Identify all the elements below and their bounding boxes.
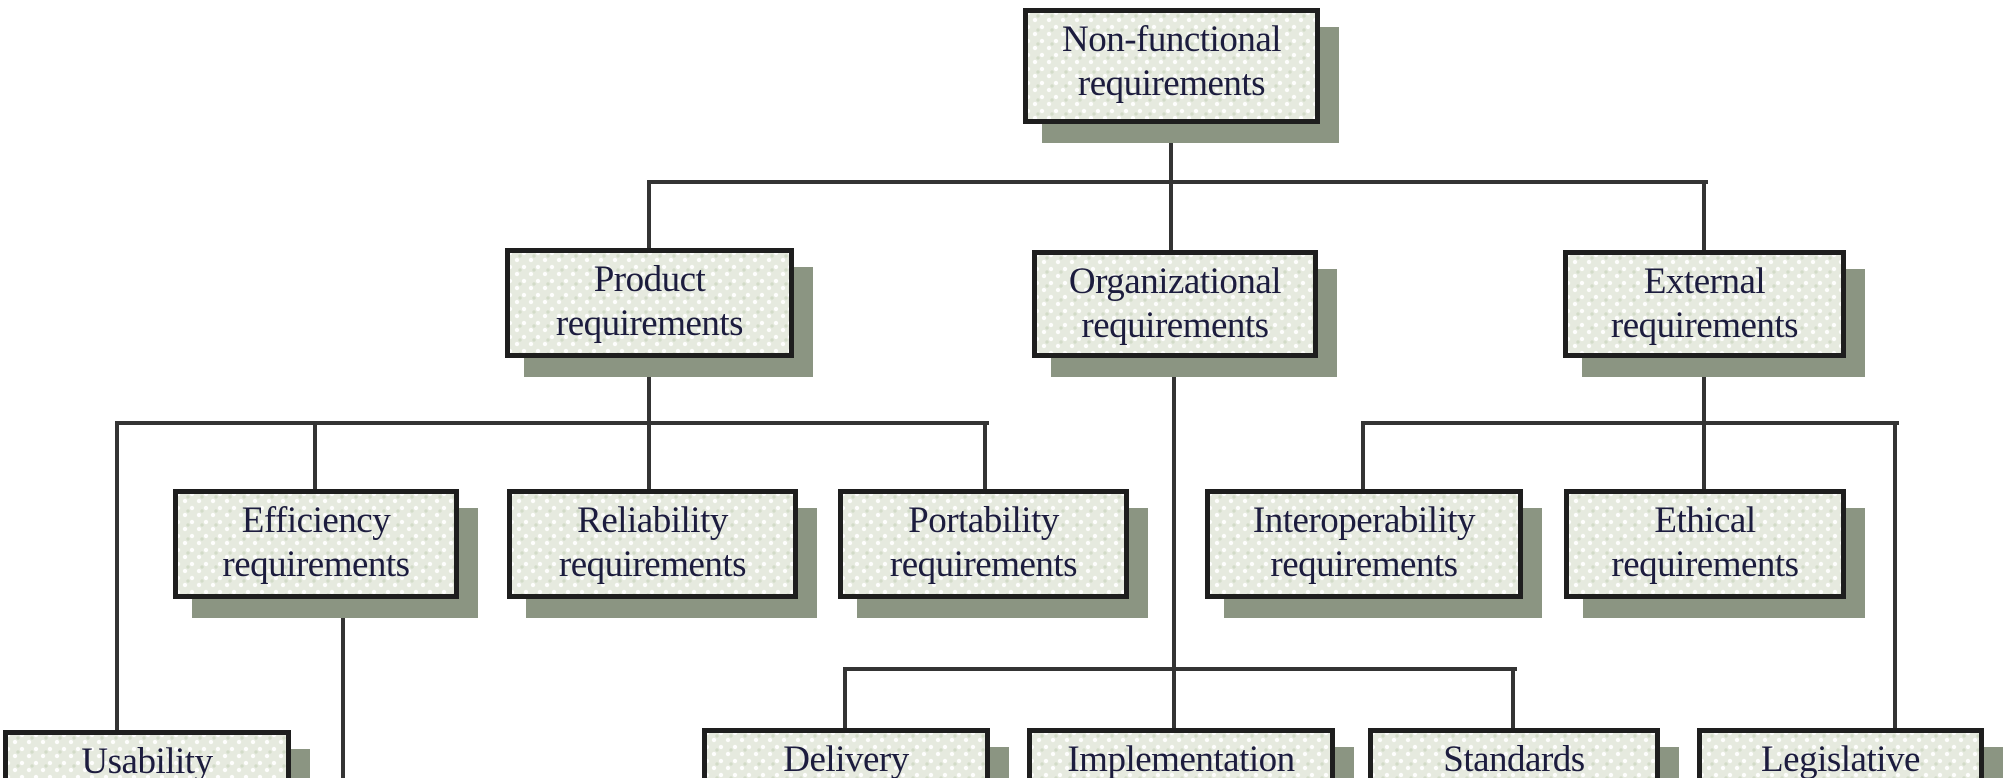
node-label-line: Efficiency — [241, 500, 391, 541]
node-label-line: Non-functional — [1061, 19, 1282, 60]
connector-segment — [313, 421, 317, 493]
node-label-line: Organizational — [1068, 261, 1282, 302]
connector-segment — [647, 180, 1708, 184]
node-implementation: Implementation — [1027, 728, 1335, 778]
node-label-line: Reliability — [577, 500, 728, 541]
node-label-line: requirements — [555, 303, 744, 344]
connector-segment — [843, 667, 847, 732]
node-label-line: requirements — [1270, 544, 1458, 585]
connector-segment — [117, 421, 989, 425]
connector-segment — [647, 356, 651, 495]
connector-segment — [983, 421, 987, 493]
node-label-line: Implementation — [1067, 739, 1295, 778]
node-delivery: Delivery — [702, 728, 990, 778]
node-label-line: Portability — [908, 500, 1059, 541]
node-legislative: Legislative — [1697, 728, 1984, 778]
connector-segment — [1702, 180, 1706, 254]
node-label-line: requirements — [558, 544, 747, 585]
connector-segment — [1893, 421, 1897, 732]
node-label-line: External — [1643, 261, 1766, 302]
connector-segment — [843, 667, 1517, 671]
connector-segment — [115, 421, 119, 734]
node-label-line: Usability — [81, 741, 213, 778]
node-label-line: requirements — [1077, 63, 1266, 104]
node-label-line: requirements — [1611, 544, 1799, 585]
connector-segment — [647, 180, 651, 252]
node-label-line: Product — [593, 259, 706, 300]
node-label-line: Legislative — [1761, 739, 1920, 778]
node-standards: Standards — [1368, 728, 1660, 778]
node-label-line: Delivery — [783, 739, 909, 778]
connector-segment — [1361, 421, 1899, 425]
connector-segment — [1169, 122, 1173, 254]
node-usability: Usability — [3, 730, 291, 778]
node-label-line: requirements — [222, 544, 410, 585]
connector-segment — [341, 597, 345, 778]
node-label-line: Interoperability — [1252, 500, 1476, 541]
node-label-line: requirements — [1610, 305, 1799, 346]
node-label-line: requirements — [1081, 305, 1269, 346]
connector-segment — [1172, 356, 1176, 732]
connector-segment — [1511, 667, 1515, 732]
node-label-line: Standards — [1443, 739, 1585, 778]
connector-segment — [1361, 421, 1365, 493]
node-label-line: requirements — [889, 544, 1078, 585]
node-label-line: Ethical — [1654, 500, 1756, 541]
